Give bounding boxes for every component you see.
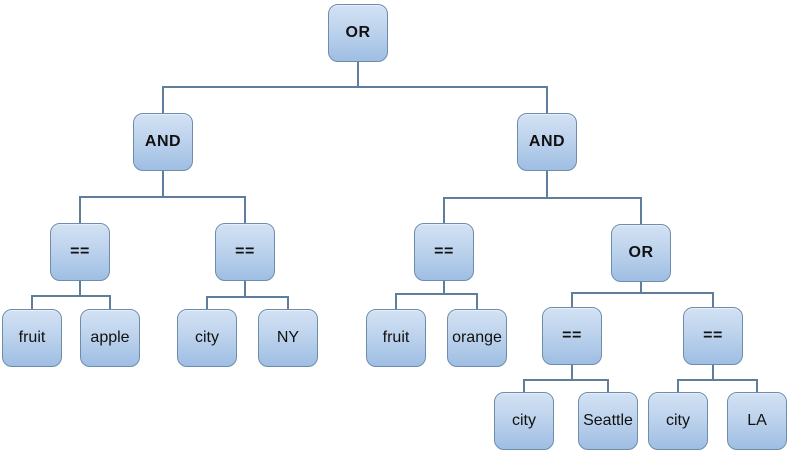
tree-node-eq-city-ny[interactable]: == bbox=[215, 223, 275, 281]
connector-root-to-and-right bbox=[357, 62, 548, 113]
connector-eq5-to-city3 bbox=[677, 365, 714, 392]
node-label: orange bbox=[452, 329, 502, 346]
connector-eq4-to-city2 bbox=[523, 365, 573, 392]
tree-node-leaf-city-1[interactable]: city bbox=[177, 309, 237, 367]
connector-andR-to-eq3 bbox=[443, 171, 548, 223]
tree-node-leaf-city-2[interactable]: city bbox=[494, 392, 554, 450]
node-label: AND bbox=[528, 133, 566, 150]
connector-eq2-to-ny bbox=[244, 281, 289, 309]
node-label: city bbox=[195, 329, 219, 346]
connector-andR-to-or2 bbox=[546, 171, 642, 224]
tree-node-eq-city-seattle[interactable]: == bbox=[542, 307, 602, 365]
connector-root-to-and-left bbox=[162, 62, 359, 113]
tree-node-eq-city-la[interactable]: == bbox=[683, 307, 743, 365]
node-label: city bbox=[512, 412, 536, 429]
connector-eq5-to-la bbox=[712, 365, 758, 392]
node-label: OR bbox=[345, 24, 371, 41]
tree-node-leaf-seattle[interactable]: Seattle bbox=[578, 392, 638, 450]
connector-eq3-to-orange bbox=[443, 281, 478, 309]
node-label: == bbox=[70, 243, 90, 260]
connector-andL-to-eq1 bbox=[79, 171, 164, 223]
tree-node-leaf-fruit-2[interactable]: fruit bbox=[366, 309, 426, 367]
tree-node-eq-fruit-orange[interactable]: == bbox=[414, 223, 474, 281]
connector-or2-to-eq5 bbox=[640, 282, 714, 307]
node-label: == bbox=[703, 327, 723, 344]
node-label: NY bbox=[276, 329, 300, 346]
node-label: == bbox=[434, 243, 454, 260]
connector-eq3-to-fruit2 bbox=[395, 281, 445, 309]
node-label: == bbox=[562, 327, 582, 344]
tree-node-and-right[interactable]: AND bbox=[517, 113, 577, 171]
node-label: OR bbox=[628, 244, 654, 261]
node-label: AND bbox=[144, 133, 182, 150]
tree-node-leaf-ny[interactable]: NY bbox=[258, 309, 318, 367]
tree-node-leaf-orange[interactable]: orange bbox=[447, 309, 507, 367]
tree-node-eq-fruit-apple[interactable]: == bbox=[50, 223, 110, 281]
tree-node-or-right[interactable]: OR bbox=[611, 224, 671, 282]
connector-or2-to-eq4 bbox=[571, 282, 642, 307]
connector-eq4-to-seattle bbox=[571, 365, 609, 392]
connector-eq1-to-fruit1 bbox=[31, 281, 81, 309]
tree-node-and-left[interactable]: AND bbox=[133, 113, 193, 171]
connector-eq2-to-city1 bbox=[206, 281, 246, 309]
tree-node-root-or[interactable]: OR bbox=[328, 4, 388, 62]
tree-node-leaf-city-3[interactable]: city bbox=[648, 392, 708, 450]
node-label: fruit bbox=[382, 329, 410, 346]
node-label: LA bbox=[747, 412, 767, 429]
node-label: fruit bbox=[18, 329, 46, 346]
node-label: Seattle bbox=[583, 412, 633, 429]
tree-node-leaf-apple[interactable]: apple bbox=[80, 309, 140, 367]
node-label: city bbox=[666, 412, 690, 429]
node-label: == bbox=[235, 243, 255, 260]
node-label: apple bbox=[90, 329, 130, 346]
connector-andL-to-eq2 bbox=[162, 171, 246, 223]
tree-node-leaf-fruit-1[interactable]: fruit bbox=[2, 309, 62, 367]
connector-eq1-to-apple bbox=[79, 281, 111, 309]
tree-node-leaf-la[interactable]: LA bbox=[727, 392, 787, 450]
